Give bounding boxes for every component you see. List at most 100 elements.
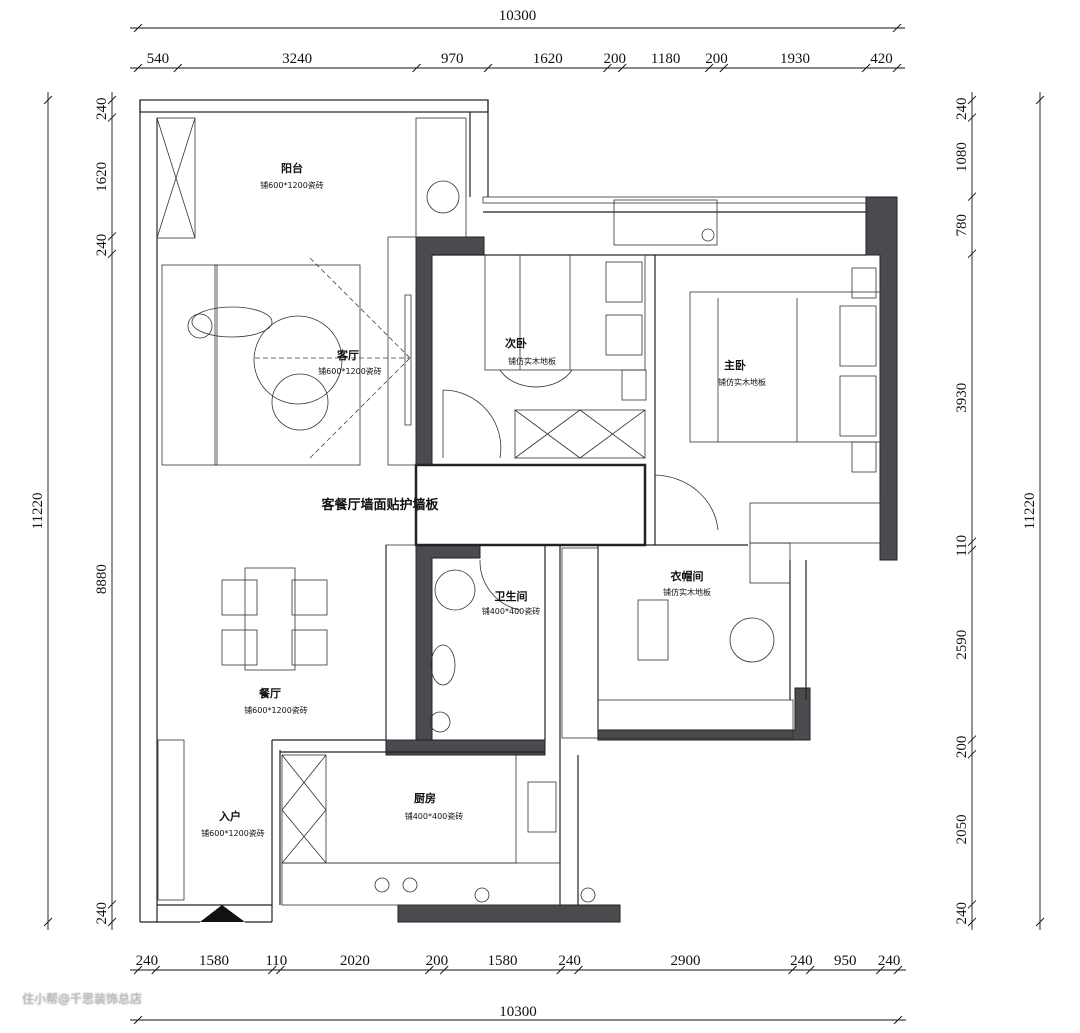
dimension-tick: [893, 1015, 903, 1025]
dimension-label: 2590: [954, 630, 970, 660]
dimension-label: 240: [878, 953, 901, 969]
room-name-closet: 衣帽间: [671, 569, 704, 583]
entrance-door-marker: [200, 905, 245, 922]
room-name-kitchen: 厨房: [414, 791, 436, 805]
room-name-master-bedroom: 主卧: [724, 358, 746, 372]
dimension-tick: [967, 900, 977, 909]
dimension-label: 1580: [199, 953, 229, 969]
room-floor-bathroom: 铺400*400瓷砖: [482, 606, 541, 616]
dimension-tick: [1035, 917, 1045, 927]
room-floor-second-bedroom: 铺仿实木地板: [508, 356, 556, 366]
dimension-tick: [43, 917, 53, 927]
room-name-second-bedroom: 次卧: [505, 336, 527, 350]
dimension-label: 540: [147, 51, 170, 67]
dimension-label: 200: [426, 953, 449, 969]
dimension-label: 8880: [94, 564, 110, 594]
dimension-tick: [967, 749, 977, 759]
dimension-tick: [574, 965, 583, 975]
room-name-entrance: 入户: [219, 809, 241, 823]
person-figure-icon: [191, 306, 273, 338]
dimension-tick: [43, 95, 53, 105]
dimension-tick: [892, 63, 902, 73]
dimension-total-label: 10300: [499, 1004, 537, 1020]
dimension-total-label: 10300: [499, 8, 537, 24]
dimension-label: 970: [441, 51, 464, 67]
dimension-tick: [425, 965, 434, 975]
room-name-bathroom: 卫生间: [495, 589, 528, 603]
dimension-label: 1930: [780, 51, 810, 67]
dimension-tick: [107, 113, 117, 122]
dimension-tick: [892, 23, 902, 33]
dimension-tick: [875, 965, 885, 975]
dimension-tick: [107, 249, 117, 259]
dimension-label: 110: [265, 953, 287, 969]
dimension-label: 240: [558, 953, 581, 969]
dimension-label: 3240: [282, 51, 312, 67]
dimension-tick: [617, 63, 627, 73]
dimension-label: 2020: [340, 953, 370, 969]
dimension-label: 110: [954, 535, 970, 557]
dimension-label: 3930: [954, 383, 970, 413]
dimension-label: 1620: [94, 162, 110, 192]
dimension-tick: [151, 965, 161, 975]
dimension-tick: [893, 965, 903, 975]
dimension-label: 200: [705, 51, 728, 67]
dimension-tick: [861, 63, 871, 73]
dimension-tick: [967, 113, 977, 122]
dimension-tick: [107, 917, 117, 927]
dimension-tick: [556, 965, 566, 975]
dimension-tick: [967, 249, 977, 259]
dimension-tick: [967, 917, 977, 927]
room-name-living: 客厅: [336, 348, 359, 362]
room-floor-master-bedroom: 铺仿实木地板: [718, 377, 766, 387]
room-floor-dining: 铺600*1200瓷砖: [244, 705, 308, 715]
dimension-label: 950: [834, 953, 857, 969]
room-name-balcony: 阳台: [281, 161, 303, 175]
dimension-label: 200: [954, 736, 970, 759]
dimension-tick: [967, 545, 977, 555]
dimension-tick: [107, 900, 117, 909]
dimension-label: 1180: [651, 51, 680, 67]
dimension-tick: [133, 63, 143, 73]
dimension-label: 2900: [670, 953, 700, 969]
room-floor-entrance: 铺600*1200瓷砖: [201, 828, 265, 838]
dimension-label: 240: [790, 953, 813, 969]
dimension-tick: [719, 63, 729, 73]
room-floor-closet: 铺仿实木地板: [663, 587, 711, 597]
dimension-label: 240: [94, 98, 110, 121]
dimension-tick: [133, 23, 143, 33]
dimension-tick: [439, 965, 449, 975]
dimension-tick: [788, 965, 797, 975]
dimension-label: 240: [954, 902, 970, 925]
dimension-tick: [1035, 95, 1045, 105]
dimension-tick: [483, 63, 493, 73]
room-labels: 阳台 铺600*1200瓷砖 客厅 铺600*1200瓷砖 次卧 铺仿实木地板 …: [201, 161, 766, 838]
room-floor-balcony: 铺600*1200瓷砖: [260, 180, 324, 190]
dimension-label: 780: [954, 214, 970, 237]
dimension-tick: [967, 537, 977, 547]
dimension-tick: [107, 95, 117, 105]
dimension-tick: [704, 63, 714, 73]
dimension-tick: [603, 63, 612, 73]
dimension-tick: [805, 965, 815, 975]
walls: [139, 99, 898, 923]
washing-machine-icon: [426, 180, 460, 214]
dimension-tick: [267, 965, 277, 975]
dimension-label: 1580: [488, 953, 518, 969]
dimension-tick: [107, 231, 117, 241]
dimension-label: 240: [94, 234, 110, 257]
dimension-label: 240: [136, 953, 159, 969]
corridor-wall-note: 客餐厅墙面贴护墙板: [321, 497, 439, 513]
dimension-total-label: 11220: [1022, 493, 1038, 530]
dimension-label: 200: [604, 51, 627, 67]
dimension-label: 2050: [954, 814, 970, 844]
dimension-label: 1620: [533, 51, 563, 67]
dimension-tick: [173, 63, 183, 73]
dimension-label: 1080: [954, 142, 970, 172]
dimension-tick: [967, 95, 977, 105]
dimension-tick: [276, 965, 285, 975]
watermark: 住小帮@千思装饰总店: [22, 992, 143, 1006]
dimension-tick: [412, 63, 421, 73]
dimension-label: 240: [954, 98, 970, 121]
